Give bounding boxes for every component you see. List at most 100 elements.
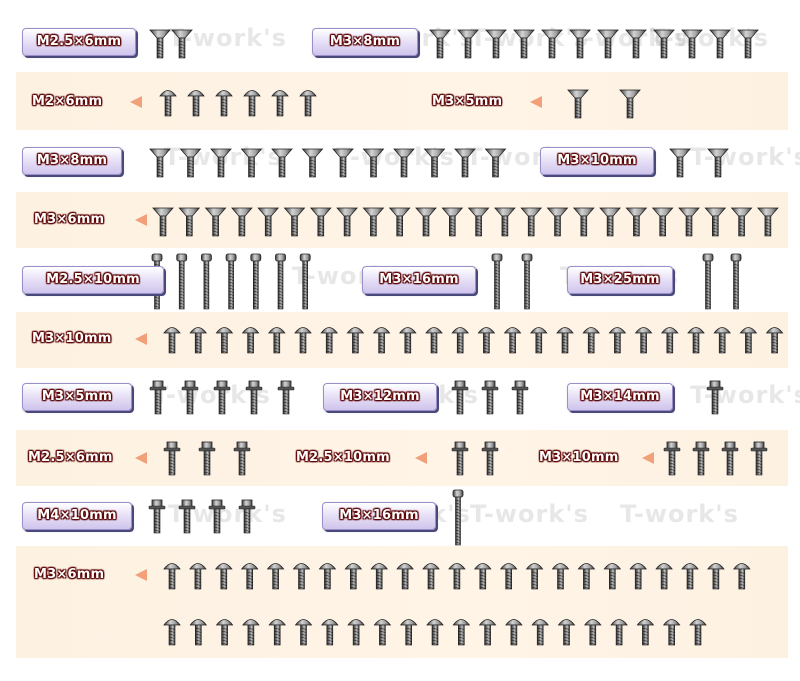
button-screw — [163, 563, 181, 590]
size-label: M3×10mm — [32, 331, 112, 346]
size-label: M2.5×10mm — [296, 450, 390, 465]
button-screw — [399, 327, 417, 354]
cap-screw — [521, 253, 533, 310]
pointer-arrow-icon — [135, 214, 147, 226]
button-screw — [268, 327, 286, 354]
button-screw — [271, 90, 289, 117]
button-screw — [739, 327, 758, 354]
size-label: M3×16mm — [362, 266, 476, 294]
button-screw — [215, 619, 234, 646]
size-label: M2×6mm — [32, 94, 103, 109]
flange-screw — [163, 441, 181, 476]
flat-screw — [240, 148, 263, 178]
flange-screw — [238, 499, 256, 534]
cap-screw — [702, 253, 714, 310]
flange-screw — [233, 441, 251, 476]
pointer-arrow-icon — [135, 333, 147, 345]
flange-screw — [692, 441, 710, 476]
button-screw — [372, 327, 391, 354]
flat-screw — [429, 29, 451, 59]
flange-screw — [451, 441, 469, 476]
button-screw — [299, 90, 317, 117]
button-screw — [451, 327, 469, 354]
button-screw — [448, 563, 466, 590]
flat-screw — [494, 207, 516, 237]
button-screw — [189, 563, 207, 590]
button-screw — [661, 327, 679, 354]
button-screw — [689, 619, 707, 646]
flange-screw — [451, 380, 469, 415]
cap-screw — [491, 253, 503, 310]
flat-screw — [757, 207, 779, 237]
flat-screw — [546, 207, 569, 237]
button-screw — [636, 619, 655, 646]
button-screw — [551, 563, 570, 590]
flat-screw — [651, 207, 674, 237]
button-screw — [163, 327, 181, 354]
button-screw — [765, 327, 784, 354]
flat-screw — [599, 207, 621, 237]
cap-screw — [299, 253, 311, 310]
flange-screw — [511, 380, 529, 415]
button-screw — [215, 563, 233, 590]
button-screw — [478, 619, 497, 646]
flat-screw — [149, 148, 171, 178]
button-screw — [681, 563, 699, 590]
button-screw — [577, 563, 596, 590]
size-label: M3×10mm — [539, 450, 619, 465]
button-screw — [733, 563, 751, 590]
flat-screw — [704, 207, 727, 237]
flat-screw — [619, 89, 641, 119]
size-label: M3×8mm — [22, 147, 122, 175]
button-screw — [346, 327, 365, 354]
pointer-arrow-icon — [415, 452, 427, 464]
flat-screw — [204, 207, 227, 237]
button-screw — [215, 90, 233, 117]
flange-screw — [481, 441, 499, 476]
flat-screw — [423, 148, 446, 178]
flat-screw — [179, 148, 202, 178]
size-label: M4×10mm — [22, 502, 132, 530]
pointer-arrow-icon — [530, 96, 542, 108]
row-band — [16, 72, 788, 130]
flat-screw — [441, 207, 464, 237]
button-screw — [189, 327, 207, 354]
size-label: M3×14mm — [567, 383, 673, 411]
flat-screw — [567, 89, 589, 119]
button-screw — [240, 563, 259, 590]
button-screw — [241, 327, 260, 354]
button-screw — [713, 327, 731, 354]
button-screw — [321, 619, 339, 646]
flange-screw — [481, 380, 499, 415]
size-label: M3×6mm — [34, 212, 105, 227]
size-label: M3×10mm — [540, 147, 654, 175]
button-screw — [347, 619, 365, 646]
cap-screw — [730, 253, 742, 310]
flat-screw — [336, 207, 358, 237]
button-screw — [266, 563, 285, 590]
button-screw — [525, 563, 544, 590]
flange-screw — [721, 441, 739, 476]
flat-screw — [625, 29, 647, 59]
button-screw — [242, 619, 260, 646]
flat-screw — [454, 148, 476, 178]
button-screw — [499, 563, 518, 590]
size-label: M3×5mm — [432, 94, 503, 109]
button-screw — [603, 563, 622, 590]
flat-screw — [332, 148, 354, 178]
button-screw — [215, 327, 234, 354]
size-label: M3×12mm — [323, 383, 437, 411]
size-label: M2.5×10mm — [22, 266, 164, 294]
button-screw — [243, 90, 261, 117]
button-screw — [584, 619, 602, 646]
button-screw — [505, 619, 523, 646]
button-screw — [425, 327, 443, 354]
flat-screw — [257, 207, 280, 237]
button-screw — [399, 619, 418, 646]
pointer-arrow-icon — [642, 452, 654, 464]
flange-screw — [198, 441, 216, 476]
flat-screw — [707, 148, 729, 178]
button-screw — [452, 619, 471, 646]
button-screw — [373, 619, 392, 646]
